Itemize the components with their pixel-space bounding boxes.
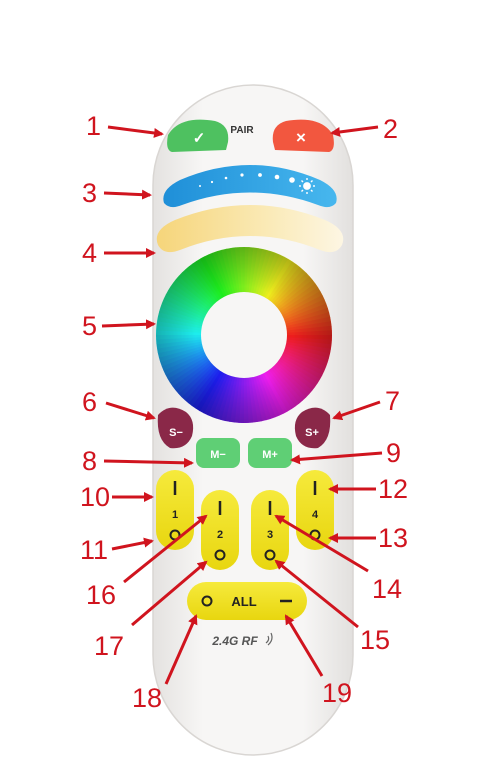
callout-6: 6 bbox=[82, 387, 98, 417]
zone-1-button[interactable] bbox=[156, 470, 194, 550]
zone-2-label: 2 bbox=[217, 529, 223, 541]
speed-up-button[interactable] bbox=[294, 407, 331, 449]
arrow-8 bbox=[103, 457, 194, 468]
arrow-9 bbox=[290, 451, 383, 465]
arrow-5 bbox=[101, 319, 156, 330]
arrow-17 bbox=[131, 560, 208, 627]
arrow-16 bbox=[123, 514, 208, 584]
callout-19: 19 bbox=[322, 678, 353, 708]
arrow-6 bbox=[105, 401, 156, 421]
all-label: ALL bbox=[231, 594, 256, 609]
callout-10: 10 bbox=[80, 482, 111, 512]
callout-4: 4 bbox=[82, 238, 98, 268]
callout-13: 13 bbox=[378, 523, 409, 553]
callout-5: 5 bbox=[82, 311, 98, 341]
color-wheel-center bbox=[201, 292, 287, 378]
callout-11: 11 bbox=[80, 535, 109, 565]
all-button[interactable] bbox=[187, 582, 307, 620]
speed-up-label: S+ bbox=[305, 427, 319, 439]
zone-3-button[interactable] bbox=[251, 490, 289, 570]
arrow-18 bbox=[164, 614, 198, 685]
callout-18: 18 bbox=[132, 683, 163, 713]
mode-down-label: M− bbox=[210, 449, 226, 461]
arrow-7 bbox=[332, 400, 381, 421]
pair-label: PAIR bbox=[230, 125, 254, 136]
mode-down-button[interactable] bbox=[196, 438, 240, 468]
brand-label: 2.4G RF bbox=[211, 634, 258, 648]
zone-3-label: 3 bbox=[267, 529, 273, 541]
arrow-2 bbox=[330, 125, 379, 137]
close-icon: × bbox=[296, 128, 306, 147]
callout-2: 2 bbox=[383, 114, 399, 144]
callout-16: 16 bbox=[86, 580, 117, 610]
brightness-slider[interactable] bbox=[163, 165, 337, 208]
arrow-19 bbox=[284, 614, 324, 677]
speed-down-label: S− bbox=[169, 427, 183, 439]
signal-icon bbox=[265, 632, 273, 646]
cancel-button[interactable] bbox=[272, 119, 334, 152]
mode-up-label: M+ bbox=[262, 449, 278, 461]
callout-17: 17 bbox=[94, 631, 125, 661]
callout-9: 9 bbox=[386, 438, 402, 468]
arrow-15 bbox=[274, 559, 359, 629]
check-icon: ✓ bbox=[193, 130, 206, 147]
zone-2-button[interactable] bbox=[201, 490, 239, 570]
callout-8: 8 bbox=[82, 446, 98, 476]
callout-7: 7 bbox=[385, 386, 401, 416]
speed-down-button[interactable] bbox=[157, 407, 194, 449]
brightness-dots bbox=[199, 173, 295, 187]
arrow-1 bbox=[107, 125, 164, 138]
confirm-button[interactable] bbox=[167, 119, 229, 152]
arrow-11 bbox=[111, 537, 154, 551]
callout-3: 3 bbox=[82, 178, 98, 208]
zone-1-label: 1 bbox=[172, 509, 178, 521]
callout-arrows bbox=[101, 125, 383, 685]
callout-15: 15 bbox=[360, 625, 391, 655]
callout-14: 14 bbox=[372, 574, 403, 604]
white-temperature-slider[interactable] bbox=[156, 205, 344, 253]
callout-12: 12 bbox=[378, 474, 409, 504]
callout-1: 1 bbox=[86, 111, 102, 141]
arrow-3 bbox=[103, 189, 152, 200]
brightness-sun-icon bbox=[299, 178, 315, 194]
zone-4-label: 4 bbox=[312, 509, 319, 521]
arrow-14 bbox=[274, 514, 369, 573]
mode-up-button[interactable] bbox=[248, 438, 292, 468]
